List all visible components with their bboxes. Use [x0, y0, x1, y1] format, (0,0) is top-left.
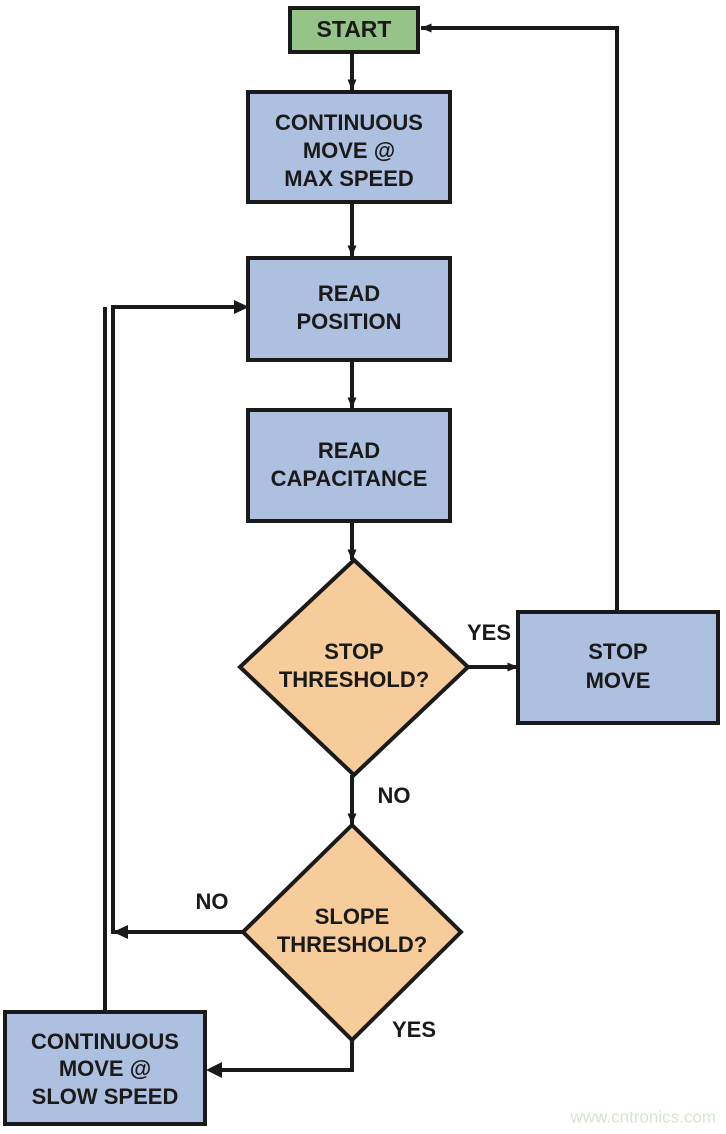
- continuous-move-max-line1: CONTINUOUS: [275, 110, 423, 135]
- edge-label-stop-threshold-yes: YES: [467, 620, 511, 645]
- stop-threshold-diamond[interactable]: [237, 557, 471, 778]
- continuous-move-max-line3: MAX SPEED: [284, 166, 414, 191]
- slope-threshold-line1: SLOPE: [315, 904, 390, 929]
- read-position-line2: POSITION: [296, 309, 401, 334]
- stop-move-line1: STOP: [588, 639, 648, 664]
- node-continuous-move-max-speed[interactable]: CONTINUOUS MOVE @ MAX SPEED: [246, 90, 452, 204]
- continuous-move-max-line2: MOVE @: [303, 138, 395, 163]
- continuous-move-slow-line2: MOVE @: [59, 1056, 151, 1081]
- continuous-move-slow-line3: SLOW SPEED: [32, 1084, 179, 1109]
- node-start[interactable]: START: [288, 6, 420, 54]
- connector-slope-threshold-no-loop: [111, 305, 244, 934]
- stop-threshold-line1: STOP: [324, 639, 384, 664]
- node-stop-move[interactable]: STOP MOVE: [516, 610, 720, 725]
- edge-label-slope-threshold-no: NO: [196, 889, 229, 914]
- start-box[interactable]: [288, 6, 420, 54]
- node-read-position[interactable]: READ POSITION: [246, 256, 452, 362]
- arrowhead-into-read-position: [234, 300, 249, 314]
- stop-move-box[interactable]: [516, 610, 720, 725]
- continuous-move-slow-box[interactable]: [3, 1010, 207, 1126]
- slope-threshold-line2: THRESHOLD?: [277, 932, 427, 957]
- arrowhead-into-continuous-slow: [206, 1062, 222, 1078]
- continuous-move-slow-line1: CONTINUOUS: [31, 1029, 179, 1054]
- read-capacitance-line2: CAPACITANCE: [271, 466, 428, 491]
- edge-label-stop-threshold-no: NO: [378, 783, 411, 808]
- continuous-move-max-box[interactable]: [246, 90, 452, 204]
- read-position-line1: READ: [318, 281, 380, 306]
- watermark-label: www.cntronics.com: [570, 1107, 716, 1126]
- node-slope-threshold[interactable]: SLOPE THRESHOLD?: [240, 822, 464, 1043]
- edge-label-slope-threshold-yes: YES: [392, 1017, 436, 1042]
- node-stop-threshold[interactable]: STOP THRESHOLD?: [237, 557, 471, 778]
- stop-move-line2: MOVE: [586, 668, 651, 693]
- connector-stop-move-to-start-feedback: [420, 23, 619, 612]
- start-label: START: [317, 16, 392, 42]
- arrowhead-slope-no-left: [113, 925, 128, 939]
- read-capacitance-box[interactable]: [246, 408, 452, 523]
- node-read-capacitance[interactable]: READ CAPACITANCE: [246, 408, 452, 523]
- connector-slope-threshold-yes-to-continuous-slow: [210, 1040, 354, 1072]
- read-position-box[interactable]: [246, 256, 452, 362]
- stop-threshold-line2: THRESHOLD?: [279, 667, 429, 692]
- node-continuous-move-slow-speed[interactable]: CONTINUOUS MOVE @ SLOW SPEED: [3, 1010, 207, 1126]
- read-capacitance-line1: READ: [318, 438, 380, 463]
- slope-threshold-diamond[interactable]: [240, 822, 464, 1043]
